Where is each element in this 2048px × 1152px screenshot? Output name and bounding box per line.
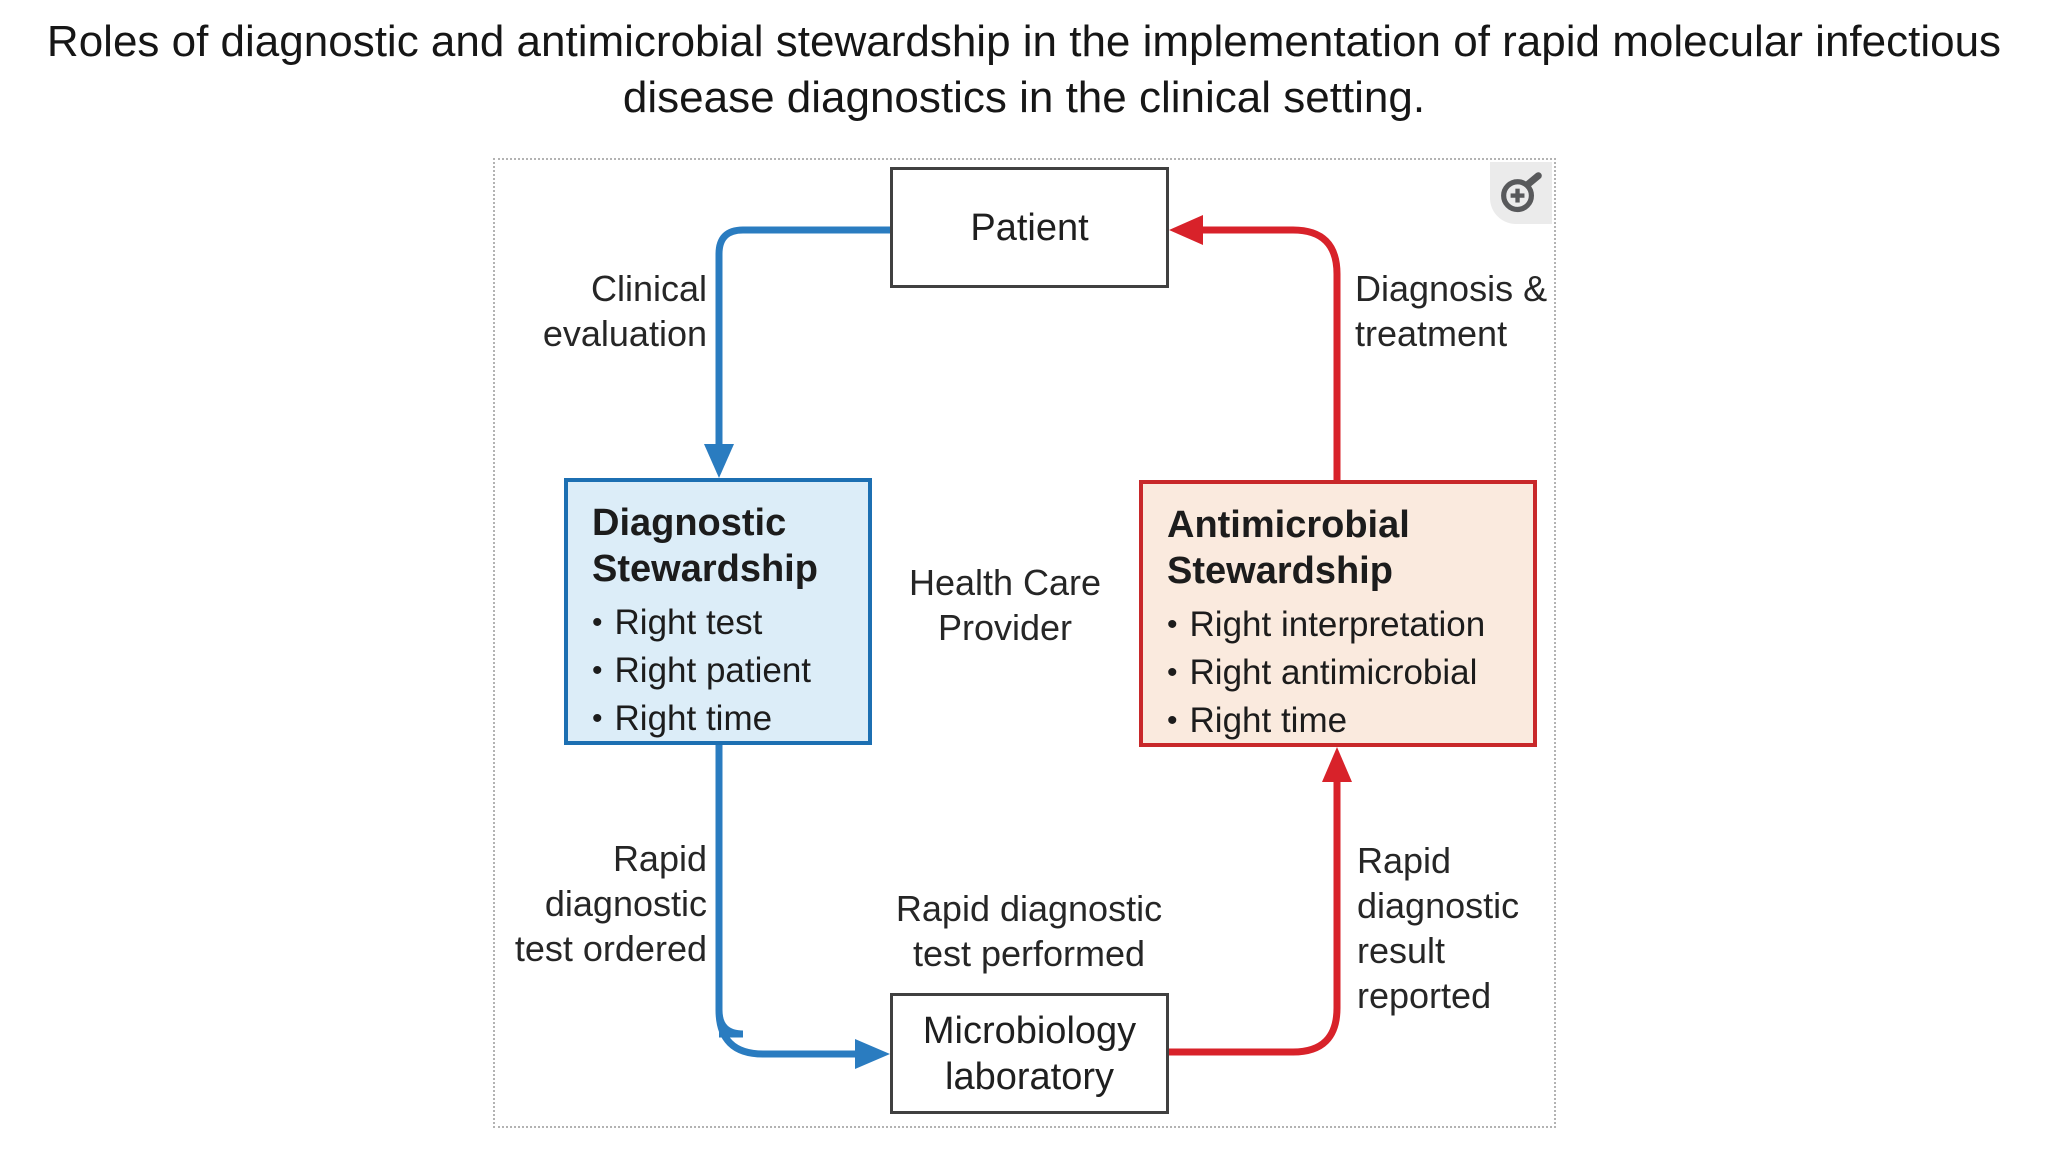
health-care-provider-label: Health Care Provider [908, 562, 1102, 648]
patient-label: Patient [970, 206, 1089, 249]
bullet-item: Right interpretation [1167, 602, 1523, 650]
antimicrobial-stewardship-bullets: Right interpretationRight antimicrobialR… [1167, 602, 1523, 746]
arrow-lab-to-antimicrobial [1169, 782, 1341, 1056]
flow-arrows [704, 215, 1352, 1069]
test-ordered-label: Rapid diagnostic test ordered [514, 838, 707, 969]
result-reported-label: Rapid diagnostic result reported [1357, 840, 1520, 1016]
figure-caption: Roles of diagnostic and antimicrobial st… [46, 17, 2002, 122]
patient-node: Patient [890, 167, 1169, 288]
figure-panel: Patient Diagnostic Stewardship Right tes… [493, 158, 1556, 1128]
arrow-diagnostic-to-lab [715, 745, 855, 1058]
arrowhead-diagnostic-to-lab [855, 1039, 890, 1069]
diagnostic-stewardship-title: Diagnostic Stewardship [592, 502, 818, 590]
microbiology-lab-node: Microbiology laboratory [890, 993, 1169, 1114]
arrowhead-patient-to-diagnostic [704, 444, 734, 478]
antimicrobial-stewardship-node: Antimicrobial Stewardship Right interpre… [1139, 480, 1537, 747]
bullet-item: Right time [1167, 698, 1523, 746]
arrowhead-lab-to-antimicrobial [1322, 747, 1352, 782]
zoom-in-button[interactable] [1490, 162, 1552, 224]
microbiology-lab-label: Microbiology laboratory [922, 1009, 1137, 1098]
bullet-item: Right patient [592, 648, 858, 696]
diagnostic-stewardship-node: Diagnostic Stewardship Right testRight p… [564, 478, 872, 745]
bullet-item: Right time [592, 696, 858, 744]
clinical-evaluation-label: Clinical evaluation [542, 268, 707, 354]
bullet-item: Right antimicrobial [1167, 650, 1523, 698]
antimicrobial-stewardship-title: Antimicrobial Stewardship [1167, 504, 1410, 592]
test-performed-label: Rapid diagnostic test performed [895, 888, 1163, 974]
bullet-item: Right test [592, 600, 858, 648]
diagnosis-treatment-label: Diagnosis & treatment [1355, 268, 1548, 354]
diagnostic-stewardship-bullets: Right testRight patientRight time [592, 600, 858, 744]
magnifier-plus-icon [1501, 172, 1542, 213]
arrow-patient-to-diagnostic [715, 226, 890, 444]
arrowhead-antimicrobial-to-patient [1169, 215, 1203, 245]
arrow-antimicrobial-to-patient [1203, 226, 1341, 480]
